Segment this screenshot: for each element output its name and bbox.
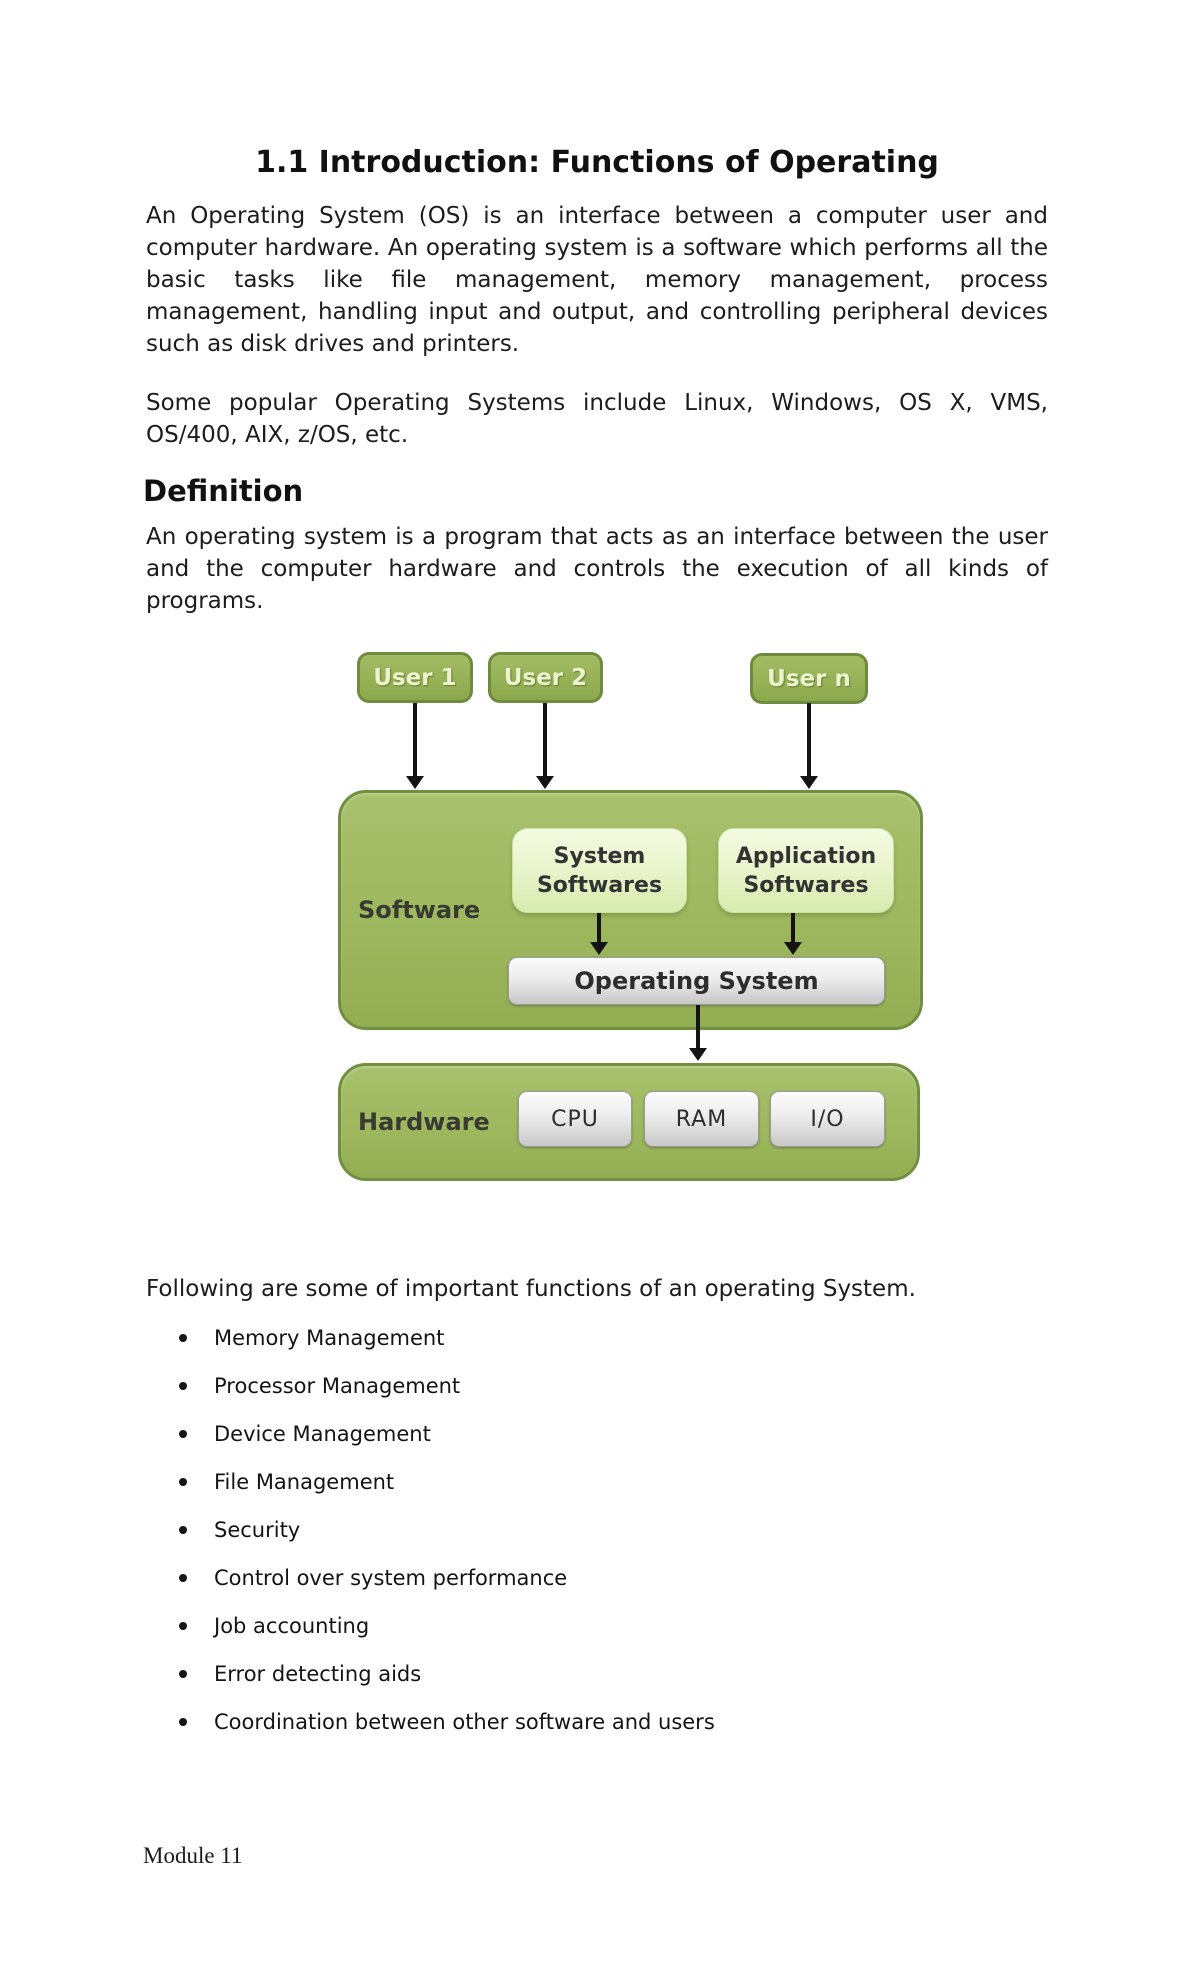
- list-item: Job accounting: [146, 1612, 1048, 1640]
- list-item-label: Device Management: [214, 1422, 431, 1446]
- arrow-os-to-hardware: [696, 1005, 700, 1049]
- user-n-node: User n: [750, 653, 868, 704]
- list-item: Coordination between other software and …: [146, 1708, 1048, 1736]
- list-item-label: Security: [214, 1518, 301, 1542]
- bullet-icon: [179, 1526, 187, 1534]
- list-item: Memory Management: [146, 1324, 1048, 1352]
- system-softwares-node: System Softwares: [512, 828, 687, 913]
- user-2-node: User 2: [488, 652, 603, 703]
- list-item-label: Memory Management: [214, 1326, 445, 1350]
- bullet-icon: [179, 1382, 187, 1390]
- arrow-application-to-os: [791, 913, 795, 943]
- arrow-user1-to-software: [413, 703, 417, 777]
- hardware-label: Hardware: [358, 1108, 490, 1136]
- bullet-icon: [179, 1478, 187, 1486]
- list-item-label: File Management: [214, 1470, 395, 1494]
- bullet-icon: [179, 1334, 187, 1342]
- list-item: File Management: [146, 1468, 1048, 1496]
- arrow-system-to-os: [597, 913, 601, 943]
- definition-paragraph: An operating system is a program that ac…: [146, 524, 1048, 614]
- bullet-icon: [179, 1718, 187, 1726]
- list-item: Processor Management: [146, 1372, 1048, 1400]
- list-item-label: Error detecting aids: [214, 1662, 422, 1686]
- functions-intro: Following are some of important function…: [146, 1276, 916, 1302]
- user-1-node: User 1: [357, 652, 473, 703]
- functions-list: Memory Management Processor Management D…: [146, 1324, 1048, 1756]
- page-footer: Module 11: [143, 1843, 243, 1868]
- list-item: Control over system performance: [146, 1564, 1048, 1592]
- list-item-label: Control over system performance: [214, 1566, 568, 1590]
- bullet-icon: [179, 1670, 187, 1678]
- list-item-label: Coordination between other software and …: [214, 1710, 715, 1734]
- bullet-icon: [179, 1574, 187, 1582]
- page-title: 1.1 Introduction: Functions of Operating: [255, 145, 939, 180]
- popular-os-paragraph: Some popular Operating Systems include L…: [146, 390, 1048, 448]
- bullet-icon: [179, 1430, 187, 1438]
- software-label: Software: [358, 896, 481, 924]
- list-item: Error detecting aids: [146, 1660, 1048, 1688]
- bullet-icon: [179, 1622, 187, 1630]
- os-architecture-diagram: User 1 User 2 User n Software System Sof…: [338, 650, 925, 1190]
- list-item-label: Processor Management: [214, 1374, 461, 1398]
- ram-node: RAM: [644, 1091, 759, 1147]
- definition-heading: Definition: [143, 474, 304, 508]
- operating-system-node: Operating System: [508, 957, 885, 1005]
- list-item: Security: [146, 1516, 1048, 1544]
- list-item-label: Job accounting: [214, 1614, 370, 1638]
- arrow-usern-to-software: [807, 703, 811, 777]
- io-node: I/O: [770, 1091, 885, 1147]
- cpu-node: CPU: [518, 1091, 632, 1147]
- intro-paragraph: An Operating System (OS) is an interface…: [146, 203, 1048, 357]
- list-item: Device Management: [146, 1420, 1048, 1448]
- arrow-user2-to-software: [543, 703, 547, 777]
- application-softwares-node: Application Softwares: [718, 828, 894, 913]
